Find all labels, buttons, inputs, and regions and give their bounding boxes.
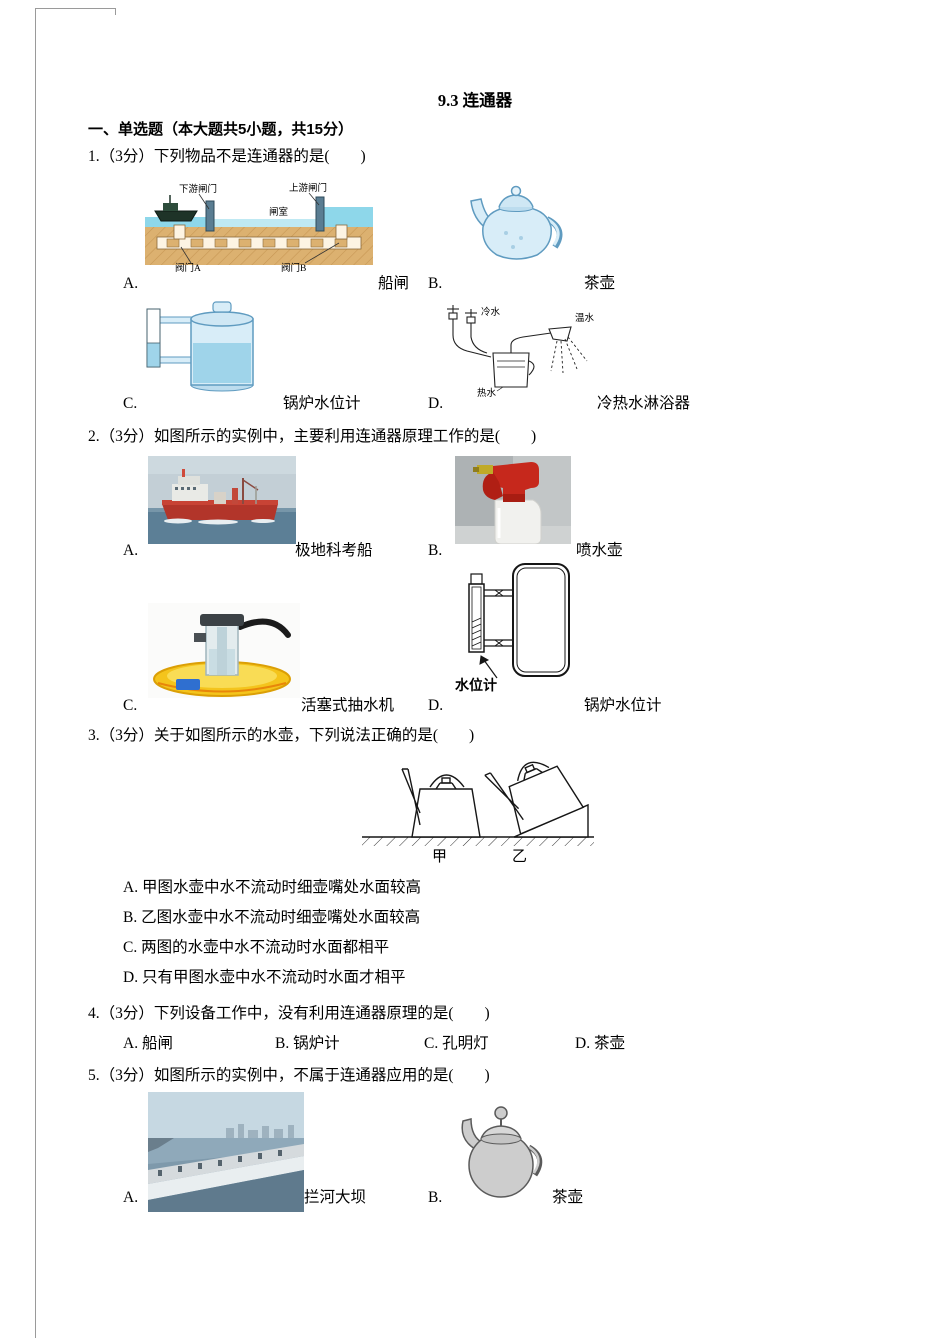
boiler-gauge-drawing [146, 301, 254, 392]
shiplock-label-valve-a: 阀门A [175, 262, 201, 273]
q1-option-d-label: 冷热水淋浴器 [597, 395, 691, 412]
section-header: 一、单选题（本大题共5小题，共15分） [88, 121, 354, 138]
q1-option-a-letter: A. [123, 275, 139, 292]
left-margin-rule [35, 8, 36, 1338]
gauge-diagram-drawing [468, 563, 570, 679]
q4-option-c: C. 孔明灯 [424, 1035, 489, 1052]
top-left-rule [35, 8, 115, 9]
q4-option-d: D. 茶壶 [575, 1035, 625, 1052]
q4-stem: 4.（3分）下列设备工作中，没有利用连通器原理的是( ) [88, 1005, 490, 1022]
q2-option-c-letter: C. [123, 697, 138, 714]
q2-option-a-label: 极地科考船 [295, 542, 373, 559]
shower-label-warm: 温水 [575, 312, 595, 324]
gauge-diagram-label: 水位计 [455, 677, 497, 692]
piston-pump-drawing [148, 603, 300, 698]
shiplock-label-chamber: 闸室 [269, 206, 288, 218]
q5-option-a-letter: A. [123, 1189, 139, 1206]
q3-stem: 3.（3分）关于如图所示的水壶，下列说法正确的是( ) [88, 727, 475, 744]
q2-option-d-letter: D. [428, 697, 444, 714]
q2-option-a-letter: A. [123, 542, 139, 559]
teapot-gray-drawing [461, 1106, 543, 1198]
q5-figure-teapot-gray [461, 1106, 543, 1198]
shiplock-label-valve-b: 阀门B [281, 262, 306, 273]
page-title: 9.3 连通器 [437, 91, 513, 110]
q2-option-b-letter: B. [428, 542, 443, 559]
polar-ship-drawing [148, 456, 296, 544]
shiplock-drawing [145, 195, 373, 265]
q5-option-a-label: 拦河大坝 [304, 1189, 367, 1206]
q5-option-b-label: 茶壶 [552, 1189, 584, 1206]
q5-option-b-letter: B. [428, 1189, 443, 1206]
q2-figure-polar-ship-photo [148, 456, 296, 544]
q1-option-b-letter: B. [428, 275, 443, 292]
spray-bottle-drawing [455, 456, 571, 544]
teapot-drawing [470, 185, 563, 260]
dam-drawing [148, 1092, 304, 1212]
q1-option-c-label: 锅炉水位计 [283, 395, 361, 412]
q1-option-d-letter: D. [428, 395, 444, 412]
q3-figure-kettles: 甲 乙 [362, 761, 594, 865]
q5-figure-dam-photo [148, 1092, 304, 1212]
q3-option-b: B. 乙图水壶中水不流动时细壶嘴处水面较高 [123, 909, 421, 926]
q1-figure-teapot [470, 185, 563, 260]
q2-option-b-label: 喷水壶 [576, 542, 623, 559]
q1-figure-shower: 冷水 温水 热水 [447, 305, 595, 399]
kettle-label-yi: 乙 [512, 849, 527, 865]
q2-figure-gauge-diagram: 水位计 [455, 563, 570, 692]
q2-figure-spray-bottle-photo [455, 456, 571, 544]
q4-option-b: B. 锅炉计 [275, 1035, 340, 1052]
kettles-drawing [362, 761, 594, 846]
shower-label-cold: 冷水 [481, 306, 501, 318]
q2-stem: 2.（3分）如图所示的实例中，主要利用连通器原理工作的是( ) [88, 428, 537, 445]
q1-option-a-label: 船闸 [378, 275, 410, 292]
q2-option-d-label: 锅炉水位计 [584, 697, 662, 714]
q1-figure-ship-lock: 下游闸门 上游闸门 闸室 阀门A 阀门B [145, 182, 373, 273]
shiplock-label-upstream-gate: 上游闸门 [289, 182, 327, 194]
shower-drawing [447, 305, 588, 392]
q2-figure-piston-pump-photo [148, 603, 300, 698]
q1-figure-boiler-gauge [146, 301, 254, 392]
kettle-label-jia: 甲 [432, 849, 447, 865]
q3-option-c: C. 两图的水壶中水不流动时水面都相平 [123, 939, 390, 956]
q4-option-a: A. 船闸 [123, 1035, 173, 1052]
q3-option-a: A. 甲图水壶中水不流动时细壶嘴处水面较高 [123, 879, 421, 896]
q5-stem: 5.（3分）如图所示的实例中，不属于连通器应用的是( ) [88, 1067, 490, 1084]
q1-stem: 1.（3分）下列物品不是连通器的是( ) [88, 148, 366, 165]
shower-label-hot: 热水 [477, 387, 497, 399]
q1-option-c-letter: C. [123, 395, 138, 412]
top-left-rule-stub [115, 8, 116, 15]
q1-option-b-label: 茶壶 [584, 275, 616, 292]
q2-option-c-label: 活塞式抽水机 [301, 697, 395, 714]
q3-option-d: D. 只有甲图水壶中水不流动时水面才相平 [123, 969, 406, 986]
shiplock-label-downstream-gate: 下游闸门 [179, 183, 217, 195]
